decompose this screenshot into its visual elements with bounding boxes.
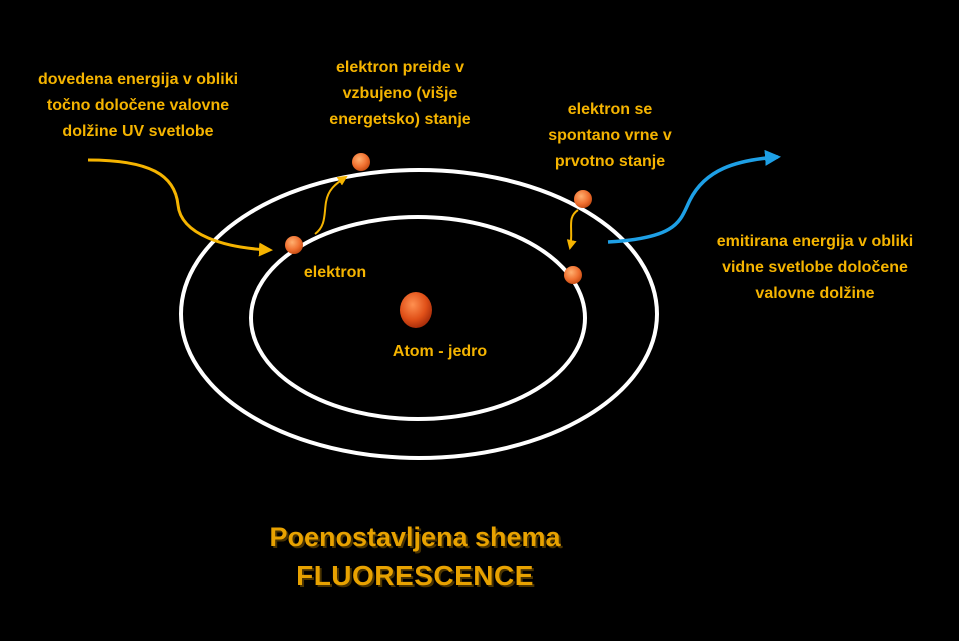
diagram-title: Poenostavljena shema <box>269 522 561 552</box>
diagram-subtitle: FLUORESCENCE <box>296 560 534 591</box>
excitation-arrow-icon <box>314 175 348 235</box>
absorb-arrow-icon <box>87 158 273 257</box>
ground-state-electron-icon <box>564 266 582 284</box>
outer-orbit <box>179 168 659 460</box>
electron-icon <box>285 236 303 254</box>
emitted-energy-label: emitirana energija v obliki vidne svetlo… <box>716 233 914 302</box>
emit-arrow-icon <box>607 149 781 244</box>
nucleus-label: Atom - jedro <box>392 343 488 360</box>
return-state-label: elektron se spontano vrne v prvotno stan… <box>548 101 672 170</box>
excited-state-label: elektron preide v vzbujeno (višje energe… <box>329 59 471 128</box>
relaxation-arrow-icon <box>566 209 579 250</box>
electron-label: elektron <box>303 264 367 281</box>
input-energy-label: dovedena energija v obliki točno določen… <box>37 71 239 140</box>
excited-electron-icon <box>352 153 370 171</box>
nucleus-icon <box>400 292 432 328</box>
inner-orbit <box>249 215 587 421</box>
returning-electron-icon <box>574 190 592 208</box>
